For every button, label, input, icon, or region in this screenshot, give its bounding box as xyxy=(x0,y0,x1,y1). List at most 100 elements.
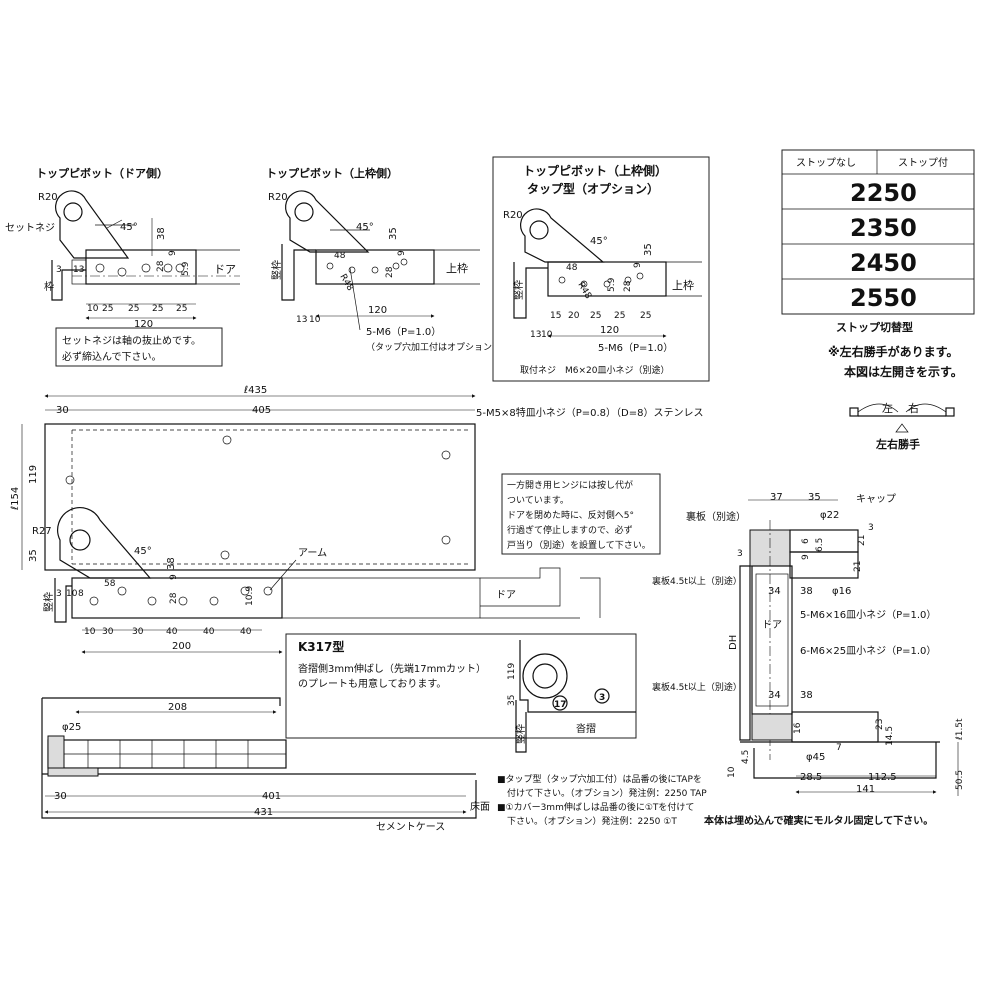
pivot-door-title: トップピボット（ドア側） xyxy=(36,166,168,180)
side-d35: 35 xyxy=(808,492,821,503)
pivot-frame-d10: 10 xyxy=(309,315,321,325)
table-col1: ストップなし xyxy=(796,157,856,169)
plan-d30c: 30 xyxy=(132,627,144,637)
hand-line2: 本図は左開きを示す。 xyxy=(844,364,963,379)
tap-title2: タップ型（オプション） xyxy=(527,181,659,196)
pivot-door-note2: 必ず締込んで下さい。 xyxy=(62,350,162,363)
pivot-frame-d48: 48 xyxy=(334,251,346,261)
plan-d30: 30 xyxy=(56,405,69,416)
pivot-door-d25b: 25 xyxy=(128,304,139,314)
side-d1125: 112.5 xyxy=(868,772,897,783)
plan-v109: 10.9 xyxy=(245,586,255,606)
side-v6: 6 xyxy=(801,538,811,544)
pivot-frame-d13: 13 xyxy=(296,315,307,325)
k317-frame: 竪枠 xyxy=(514,724,527,744)
pivot-door-v9: 9 xyxy=(168,250,178,256)
k317-title: K317型 xyxy=(298,639,344,654)
pivot-frame-r20: R20 xyxy=(268,192,288,203)
plan-v8: 8 xyxy=(78,589,84,599)
plan-frame: 竪枠 xyxy=(42,592,55,612)
side-d34: 34 xyxy=(768,586,781,597)
tap-d25a: 25 xyxy=(590,311,601,321)
tap-r20: R20 xyxy=(503,210,523,221)
plan-d10: 10 xyxy=(84,627,96,637)
plan-d40b: 40 xyxy=(203,627,215,637)
tap-v28: 28 xyxy=(623,280,633,292)
pivot-door-h38: 38 xyxy=(156,227,167,240)
side-v21: 21 xyxy=(857,535,867,546)
tap-screw-note: 取付ネジ M6×20皿小ネジ（別途） xyxy=(520,364,670,376)
side-v23: 23 xyxy=(875,719,885,730)
side-view: 37 35 キャップ 裏板（別途） φ22 3 6 9 6.5 21 3 21 … xyxy=(652,492,965,796)
note-n2a: ■①カバー3mm伸ばしは品番の後に①Tを付けて xyxy=(497,801,694,813)
pivot-frame-upper: 上枠 xyxy=(446,261,468,275)
side-cap: キャップ xyxy=(856,493,896,505)
plan-d40c: 40 xyxy=(240,627,252,637)
pivot-frame-vert: 竪枠 xyxy=(270,260,283,280)
hand-line1: ※左右勝手があります。 xyxy=(828,344,958,359)
k317-c17: 17 xyxy=(554,700,567,710)
side-phi45: φ45 xyxy=(806,752,825,763)
pivot-door-angle: 45° xyxy=(120,222,138,233)
side-phi16: φ16 xyxy=(832,586,851,597)
plan-d405: 405 xyxy=(252,405,271,416)
tap-d10: 10 xyxy=(541,330,553,340)
side-d38: 38 xyxy=(800,586,813,597)
hand-left: 左 xyxy=(882,402,893,415)
pivot-door-d10: 10 xyxy=(87,304,99,314)
pivot-frame-total: 120 xyxy=(368,305,387,316)
side-m6x25: 6-M6×25皿小ネジ（P=1.0） xyxy=(800,645,936,657)
pivot-frame-angle: 45° xyxy=(356,222,374,233)
note-n1a: ■タップ型（タップ穴加工付）は品番の後にTAPを xyxy=(497,773,702,785)
hinge-l4: 行過ぎて停止しますので、必ず xyxy=(507,524,633,536)
side-phi22: φ22 xyxy=(820,510,839,521)
tap-d13: 13 xyxy=(530,330,541,340)
side-d141: 141 xyxy=(856,784,875,795)
section-d208: 208 xyxy=(168,702,187,713)
pivot-door-v13: 13 xyxy=(73,265,84,275)
tap-d48: 48 xyxy=(566,263,578,273)
pivot-frame-v28: 28 xyxy=(385,266,395,278)
side-v7: 7 xyxy=(836,743,842,753)
side-v9: 9 xyxy=(801,554,811,560)
side-v10: 10 xyxy=(727,766,737,778)
pivot-door-door: ドア xyxy=(214,263,236,276)
plan-v9: 9 xyxy=(169,574,179,580)
side-l15t: ℓ1.5t xyxy=(955,718,965,741)
pivot-door-set-screw: セットネジ xyxy=(5,222,55,234)
tap-d20: 20 xyxy=(568,311,580,321)
plan-h38: 38 xyxy=(166,557,177,570)
section-d30: 30 xyxy=(54,791,67,802)
tap-title1: トップピボット（上枠側） xyxy=(523,163,667,178)
k317-box: K317型 沓摺側3mm伸ばし（先端17mmカット） のプレートも用意しておりま… xyxy=(285,633,637,753)
section-d431: 431 xyxy=(254,807,273,818)
note-n2b: 下さい。（オプション）発注例：2250 ①T xyxy=(507,815,677,827)
pivot-door-v28: 28 xyxy=(156,260,166,272)
plan-view: ℓ435 30 405 5-M5×8特皿小ネジ（P=0.8）（D=8）ステンレス… xyxy=(10,385,703,654)
tap-angle: 45° xyxy=(590,236,608,247)
k317-sill: 沓摺 xyxy=(576,722,596,735)
plan-d30b: 30 xyxy=(102,627,114,637)
plan-v28: 28 xyxy=(169,592,179,604)
side-v16: 16 xyxy=(793,722,803,734)
tap-v59: 5.9 xyxy=(607,277,617,292)
side-dh: DH xyxy=(728,635,739,650)
table-col2: ストップ付 xyxy=(898,156,948,169)
table-caption: ストップ切替型 xyxy=(836,320,913,334)
tap-upper: 上枠 xyxy=(672,278,694,292)
tap-v9: 9 xyxy=(633,262,643,268)
plan-v3: 3 xyxy=(56,589,62,599)
section-case: セメントケース xyxy=(376,821,445,833)
model-table: ストップなし ストップ付 2250 2350 2450 2550 ストップ切替型 xyxy=(781,149,975,334)
tap-h35: 35 xyxy=(643,243,654,256)
k317-l2: のプレートも用意しております。 xyxy=(298,677,446,690)
k317-c3: 3 xyxy=(599,693,605,703)
pivot-frame-title: トップピボット（上枠側） xyxy=(266,166,398,180)
hinge-door: ドア xyxy=(496,590,516,601)
k317-v119: 119 xyxy=(507,663,517,680)
section-view: 208 φ25 床面 30 401 431 セメントケース xyxy=(41,697,490,833)
hinge-l2: ついています。 xyxy=(507,495,569,506)
plan-r27: R27 xyxy=(32,526,52,537)
